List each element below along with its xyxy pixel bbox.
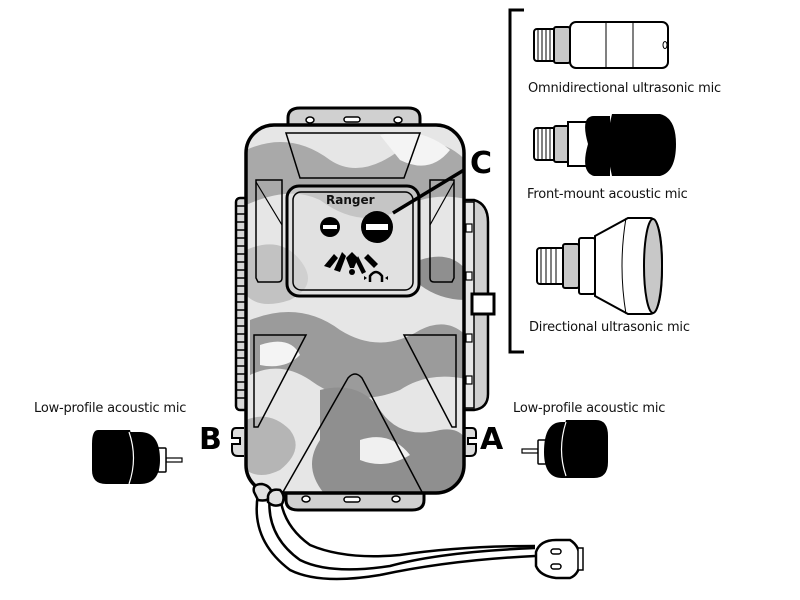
bat-logo-icon bbox=[324, 252, 378, 275]
port-b-connector bbox=[231, 427, 244, 457]
front-panel bbox=[285, 184, 421, 298]
callout-label-c: C bbox=[470, 146, 493, 181]
directional-mic-label: Directional ultrasonic mic bbox=[529, 320, 690, 335]
port-c-mic-socket[interactable] bbox=[361, 211, 393, 243]
headphone-icon bbox=[364, 270, 388, 282]
recorder-body bbox=[244, 123, 466, 495]
front-mount-mic-icon bbox=[533, 114, 676, 176]
directional-mic-icon bbox=[536, 217, 664, 315]
group-bracket bbox=[508, 8, 524, 354]
side-latch bbox=[470, 292, 496, 316]
low-profile-mic-right-icon bbox=[521, 420, 608, 478]
low-profile-mic-left-icon bbox=[92, 430, 183, 485]
callout-label-b: B bbox=[199, 422, 222, 457]
device-brand-label: Ranger bbox=[326, 193, 375, 207]
omnidirectional-mic-icon bbox=[533, 21, 669, 69]
low-profile-mic-right-label: Low-profile acoustic mic bbox=[513, 401, 666, 416]
callout-label-a: A bbox=[480, 422, 504, 457]
callout-c-line bbox=[392, 168, 465, 215]
port-a-connector bbox=[464, 427, 477, 457]
front-mount-mic-label: Front-mount acoustic mic bbox=[527, 187, 688, 202]
lanyard-strap bbox=[252, 482, 536, 581]
lanyard-clip bbox=[534, 538, 584, 580]
low-profile-mic-left-label: Low-profile acoustic mic bbox=[34, 401, 187, 416]
led-indicator-left bbox=[320, 217, 340, 237]
omnidirectional-mic-label: Omnidirectional ultrasonic mic bbox=[528, 81, 721, 96]
